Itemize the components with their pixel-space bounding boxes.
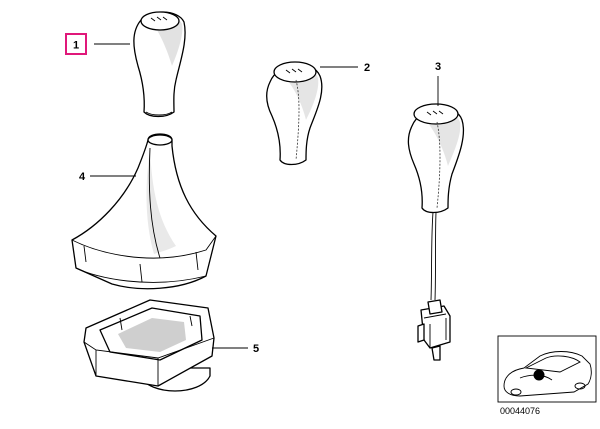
part-3-knob-with-cable[interactable] [407,103,465,361]
part-1-gear-knob[interactable] [133,11,186,118]
callout-2[interactable]: 2 [364,62,370,74]
location-marker-dot [533,369,545,381]
part-5-boot-frame[interactable] [83,299,215,392]
inset-frame [497,335,597,403]
part-4-shift-boot[interactable] [71,133,217,290]
callout-1-highlight-box [65,33,87,55]
diagram-part-number: 00044076 [500,406,540,416]
callout-5[interactable]: 5 [253,343,259,355]
callout-4[interactable]: 4 [79,171,86,183]
callout-3[interactable]: 3 [435,61,441,73]
vehicle-location-inset [497,335,597,403]
callout-1[interactable]: 1 [73,40,79,52]
part-2-gear-knob-stitched[interactable] [266,61,323,166]
